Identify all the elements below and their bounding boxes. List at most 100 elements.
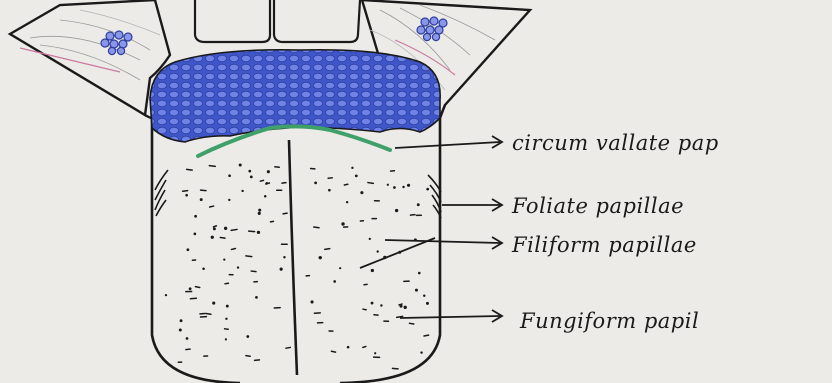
papilla-mark xyxy=(246,356,250,357)
papilla-dot xyxy=(224,227,227,230)
papilla-dot xyxy=(376,250,378,252)
papilla-dot xyxy=(393,186,396,189)
papilla-dot xyxy=(328,189,331,192)
papilla-dot xyxy=(237,266,239,268)
papilla-dot xyxy=(250,176,253,179)
papilla-mark xyxy=(220,238,225,239)
papilla-dot xyxy=(246,335,249,338)
papilla-dot xyxy=(255,296,258,299)
papilla-dot xyxy=(200,198,203,201)
papilla-mark xyxy=(399,304,402,305)
papilla-mark xyxy=(368,183,373,184)
papilla-dot xyxy=(186,248,189,251)
papilla-dot xyxy=(426,188,429,191)
papilla-dot xyxy=(212,302,215,305)
papilla-mark xyxy=(424,335,429,336)
papilla-mark xyxy=(283,213,287,214)
papilla-dot xyxy=(185,194,188,197)
label-foliate-papillae: Foliate papillae xyxy=(511,194,684,218)
papilla-dot xyxy=(189,287,192,290)
papilla-mark xyxy=(260,180,263,181)
papilla-dot xyxy=(194,233,197,236)
papilla-dot xyxy=(180,319,183,322)
papilla-dot xyxy=(423,295,425,297)
papilla-mark xyxy=(282,183,286,184)
papilla-dot xyxy=(211,236,214,239)
pointer-lines xyxy=(360,136,502,322)
papilla-dot xyxy=(407,184,410,187)
papilla-dot xyxy=(418,272,421,275)
foliate-papillae-left xyxy=(155,170,168,216)
papilla-dot xyxy=(257,231,260,234)
papilla-dot xyxy=(226,305,229,308)
papilla-dot xyxy=(311,300,314,303)
papilla-dot xyxy=(395,209,398,212)
papilla-dot xyxy=(239,163,242,166)
papilla-dot xyxy=(179,329,182,332)
papilla-mark xyxy=(286,347,290,348)
papilla-dot xyxy=(258,212,261,215)
papilla-dot xyxy=(319,256,322,259)
papilla-dot xyxy=(264,195,267,198)
papilla-mark xyxy=(210,206,214,207)
label-fungiform-papillae: Fungiform papil xyxy=(519,309,699,333)
papilla-mark xyxy=(363,346,366,347)
papilla-mark xyxy=(195,287,199,288)
papilla-dot xyxy=(225,318,227,320)
papilla-dot xyxy=(420,351,422,353)
papilla-dot xyxy=(402,186,404,188)
papilla-mark xyxy=(251,271,256,272)
papilla-dot xyxy=(314,181,317,184)
epiglottis xyxy=(195,0,360,42)
papilla-dot xyxy=(280,268,283,271)
papilla-dot xyxy=(333,280,336,283)
papilla-dot xyxy=(346,201,348,203)
papilla-mark xyxy=(325,249,330,250)
left-tonsil-wing xyxy=(10,0,170,115)
papilla-mark xyxy=(246,256,252,257)
papilla-dot xyxy=(248,170,251,173)
papilla-dot xyxy=(241,190,243,192)
papilla-mark xyxy=(266,183,270,184)
papilla-dot xyxy=(369,238,371,240)
papilla-mark xyxy=(209,166,215,167)
papilla-mark xyxy=(201,190,206,191)
median-sulcus xyxy=(289,140,297,375)
papilla-dot xyxy=(194,215,197,218)
papilla-dot xyxy=(355,174,358,177)
papilla-mark xyxy=(410,215,414,216)
papilla-dot xyxy=(225,338,227,340)
papilla-dot xyxy=(347,346,350,349)
papilla-mark xyxy=(270,221,273,222)
papilla-dot xyxy=(223,258,225,260)
filiform-fungiform-dots xyxy=(165,163,429,368)
papilla-dot xyxy=(387,184,389,186)
papilla-mark xyxy=(231,229,237,230)
papilla-dot xyxy=(165,294,167,296)
papilla-dot xyxy=(417,203,420,206)
label-filiform-papillae: Filiform papillae xyxy=(511,233,697,257)
papilla-dot xyxy=(415,289,418,292)
papilla-dot xyxy=(341,222,344,225)
papilla-mark xyxy=(213,226,216,227)
papilla-dot xyxy=(283,256,285,258)
papilla-dot xyxy=(339,267,341,269)
papilla-mark xyxy=(409,323,413,324)
papilla-dot xyxy=(426,302,429,305)
papilla-dot xyxy=(213,227,216,230)
papilla-dot xyxy=(404,306,407,309)
papilla-dot xyxy=(258,209,261,212)
papilla-dot xyxy=(371,269,374,272)
papilla-mark xyxy=(231,248,235,249)
papilla-dot xyxy=(228,199,230,201)
papilla-mark xyxy=(363,309,366,310)
papilla-mark xyxy=(187,169,192,170)
label-circumvallate-papillae: circum vallate pap xyxy=(512,131,719,155)
papilla-dot xyxy=(267,170,270,173)
papilla-dot xyxy=(371,302,374,305)
papilla-mark xyxy=(249,231,255,232)
papilla-dot xyxy=(351,167,353,169)
papilla-dot xyxy=(202,267,205,270)
